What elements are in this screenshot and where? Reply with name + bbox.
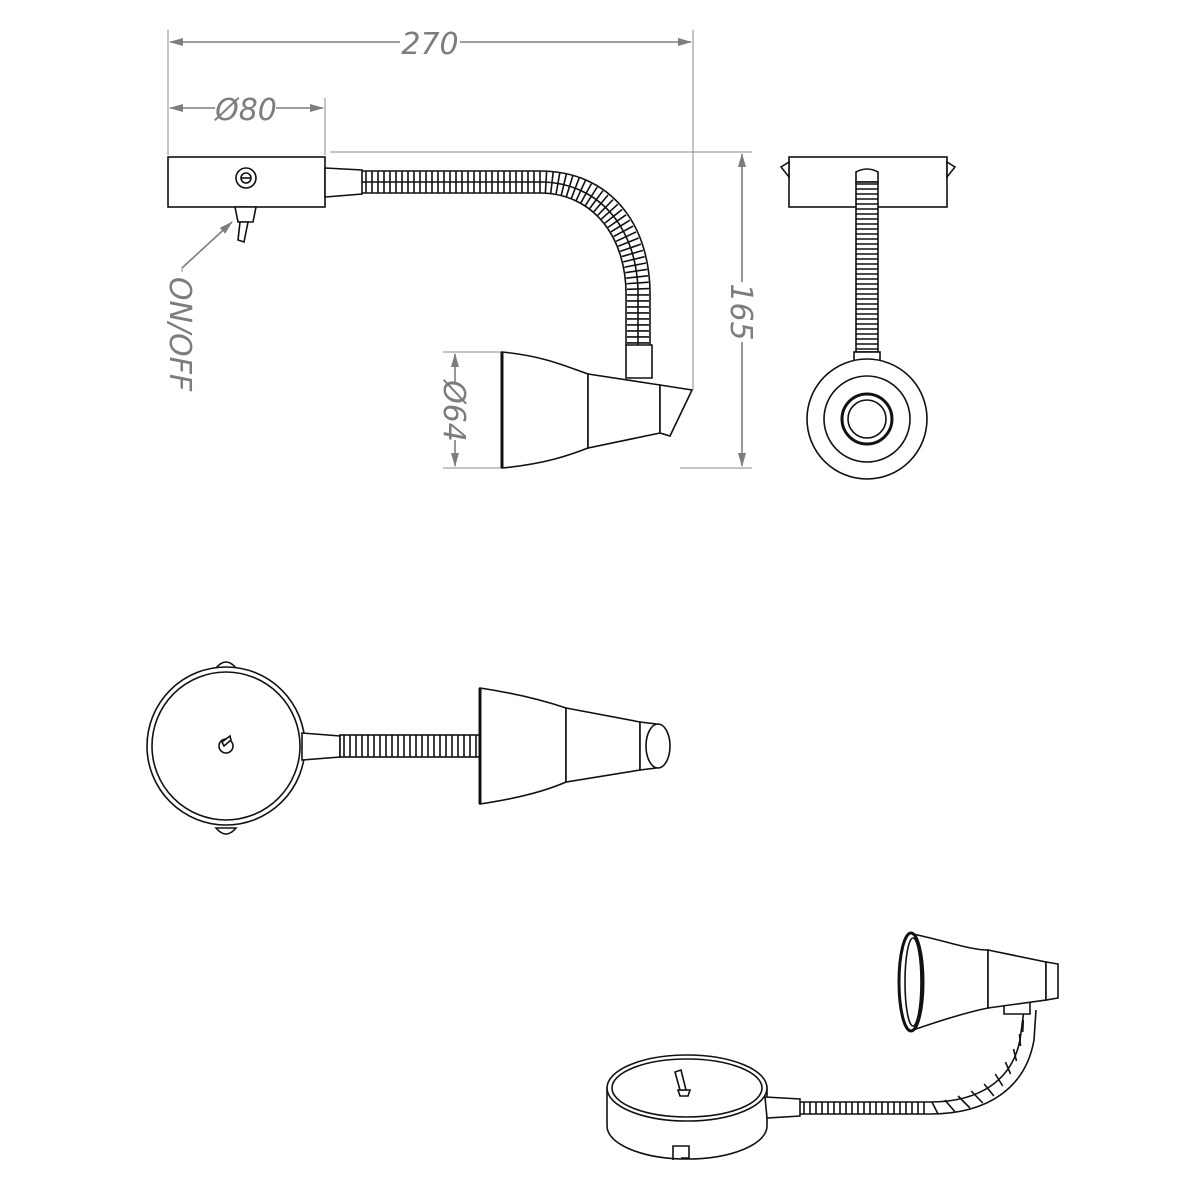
dimension-base-diameter: Ø80: [213, 93, 277, 128]
dimension-overall-width: 270: [401, 27, 458, 62]
gooseneck-ribs: [365, 170, 650, 344]
dimension-height: 165: [723, 283, 758, 340]
isometric-view: [606, 931, 1059, 1160]
dimension-shade-diameter: Ø64: [436, 378, 471, 442]
front-view: [779, 156, 957, 480]
side-view: 270 Ø80 165 Ø64 ON/OFF: [162, 27, 758, 469]
switch-callout-label: ON/OFF: [162, 277, 197, 392]
top-view: [146, 661, 671, 835]
